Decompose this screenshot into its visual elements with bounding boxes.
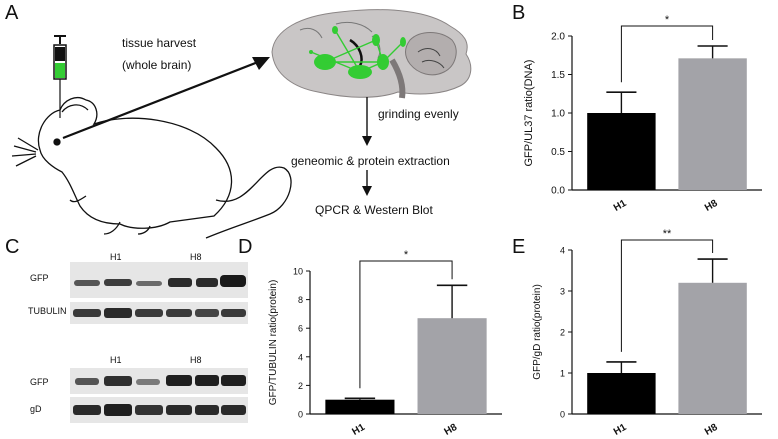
workflow-illustration xyxy=(11,9,472,239)
chart-e-y-tick-label: 4 xyxy=(560,246,565,256)
harvest-arrow xyxy=(62,60,259,140)
final-step-label: QPCR & Western Blot xyxy=(315,203,433,217)
chart-b-y-tick-label: 1.0 xyxy=(551,109,565,120)
chart-d-y-tick-label: 0 xyxy=(298,410,303,420)
chart-b-y-tick-label: 2.0 xyxy=(551,32,565,43)
syringe-icon xyxy=(53,35,67,118)
blot-tubulin xyxy=(70,302,248,324)
chart-b-bar-h8 xyxy=(678,58,747,190)
blot-top-h1-label: H1 xyxy=(110,252,122,262)
harvest-label-line1: tissue harvest xyxy=(122,36,197,50)
harvest-arrowhead-icon xyxy=(252,57,270,70)
chart-d-y-tick-label: 2 xyxy=(298,381,303,391)
chart-e-bar-h8 xyxy=(678,282,747,414)
chart-e-significance-label: ** xyxy=(663,228,672,240)
chart-d-y-tick-label: 8 xyxy=(298,295,303,305)
extraction-label: geneomic & protein extraction xyxy=(291,154,450,168)
panel-label-e: E xyxy=(512,236,526,258)
chart-b-y-tick-label: 0.5 xyxy=(551,147,565,158)
panel-label-d: D xyxy=(238,236,253,258)
chart-d-bar-h8 xyxy=(417,318,487,414)
brain-icon xyxy=(271,9,472,99)
blot-top-h8-label: H8 xyxy=(190,252,202,262)
blot-gd xyxy=(70,397,248,423)
chart-b-y-tick-label: 1.5 xyxy=(551,70,565,81)
chart-e-y-tick-label: 1 xyxy=(560,369,565,379)
blot-gfp-top xyxy=(70,262,248,298)
chart-b-significance-label: * xyxy=(665,14,670,26)
blot-gfp-bottom-label: GFP xyxy=(30,377,49,387)
chart-d-y-tick-label: 6 xyxy=(298,324,303,334)
grinding-label: grinding evenly xyxy=(378,107,459,121)
chart-b-bar-h1 xyxy=(587,113,656,190)
harvest-label-line2: (whole brain) xyxy=(122,58,192,72)
chart-d-significance-bracket xyxy=(359,260,453,389)
chart-e-y-tick-label: 0 xyxy=(560,410,565,420)
chart-e-y-tick-label: 2 xyxy=(560,328,565,338)
blot-gfp-top-label: GFP xyxy=(30,273,49,283)
blot-tubulin-label: TUBULIN xyxy=(28,306,67,316)
chart-e-x-tick-label-h1: H1 xyxy=(612,422,629,438)
chart-d-significance-label: * xyxy=(404,249,409,261)
chart-d-y-tick-label: 4 xyxy=(298,352,303,362)
blot-bottom-h8-label: H8 xyxy=(190,355,202,365)
blot-gfp-bottom xyxy=(70,368,248,394)
chart-b-y-axis-label: GFP/UL37 ratio(DNA) xyxy=(523,60,535,167)
chart-e-significance-bracket xyxy=(620,239,714,352)
mouse-icon xyxy=(11,96,292,239)
grinding-arrowhead-icon xyxy=(362,136,372,146)
chart-d-y-tick-label: 10 xyxy=(293,267,303,277)
blot-bottom-h1-label: H1 xyxy=(110,355,122,365)
panel-label-a: A xyxy=(5,2,19,24)
chart-d-bar-h1 xyxy=(325,399,395,414)
chart-e-x-tick-label-h8: H8 xyxy=(703,422,720,438)
chart-d-y-axis-label: GFP/TUBULIN ratio(protein) xyxy=(268,280,279,406)
panel-label-c: C xyxy=(5,236,20,258)
panel-label-b: B xyxy=(512,2,526,24)
chart-e-y-axis-label: GFP/gD ratio(protein) xyxy=(532,284,543,380)
extraction-arrowhead-icon xyxy=(362,186,372,196)
blot-gd-label: gD xyxy=(30,404,42,414)
chart-b-significance-bracket xyxy=(620,25,714,83)
chart-e-bar-h1 xyxy=(587,373,656,414)
chart-e-y-tick-label: 3 xyxy=(560,287,565,297)
chart-b-y-tick-label: 0.0 xyxy=(551,186,565,197)
